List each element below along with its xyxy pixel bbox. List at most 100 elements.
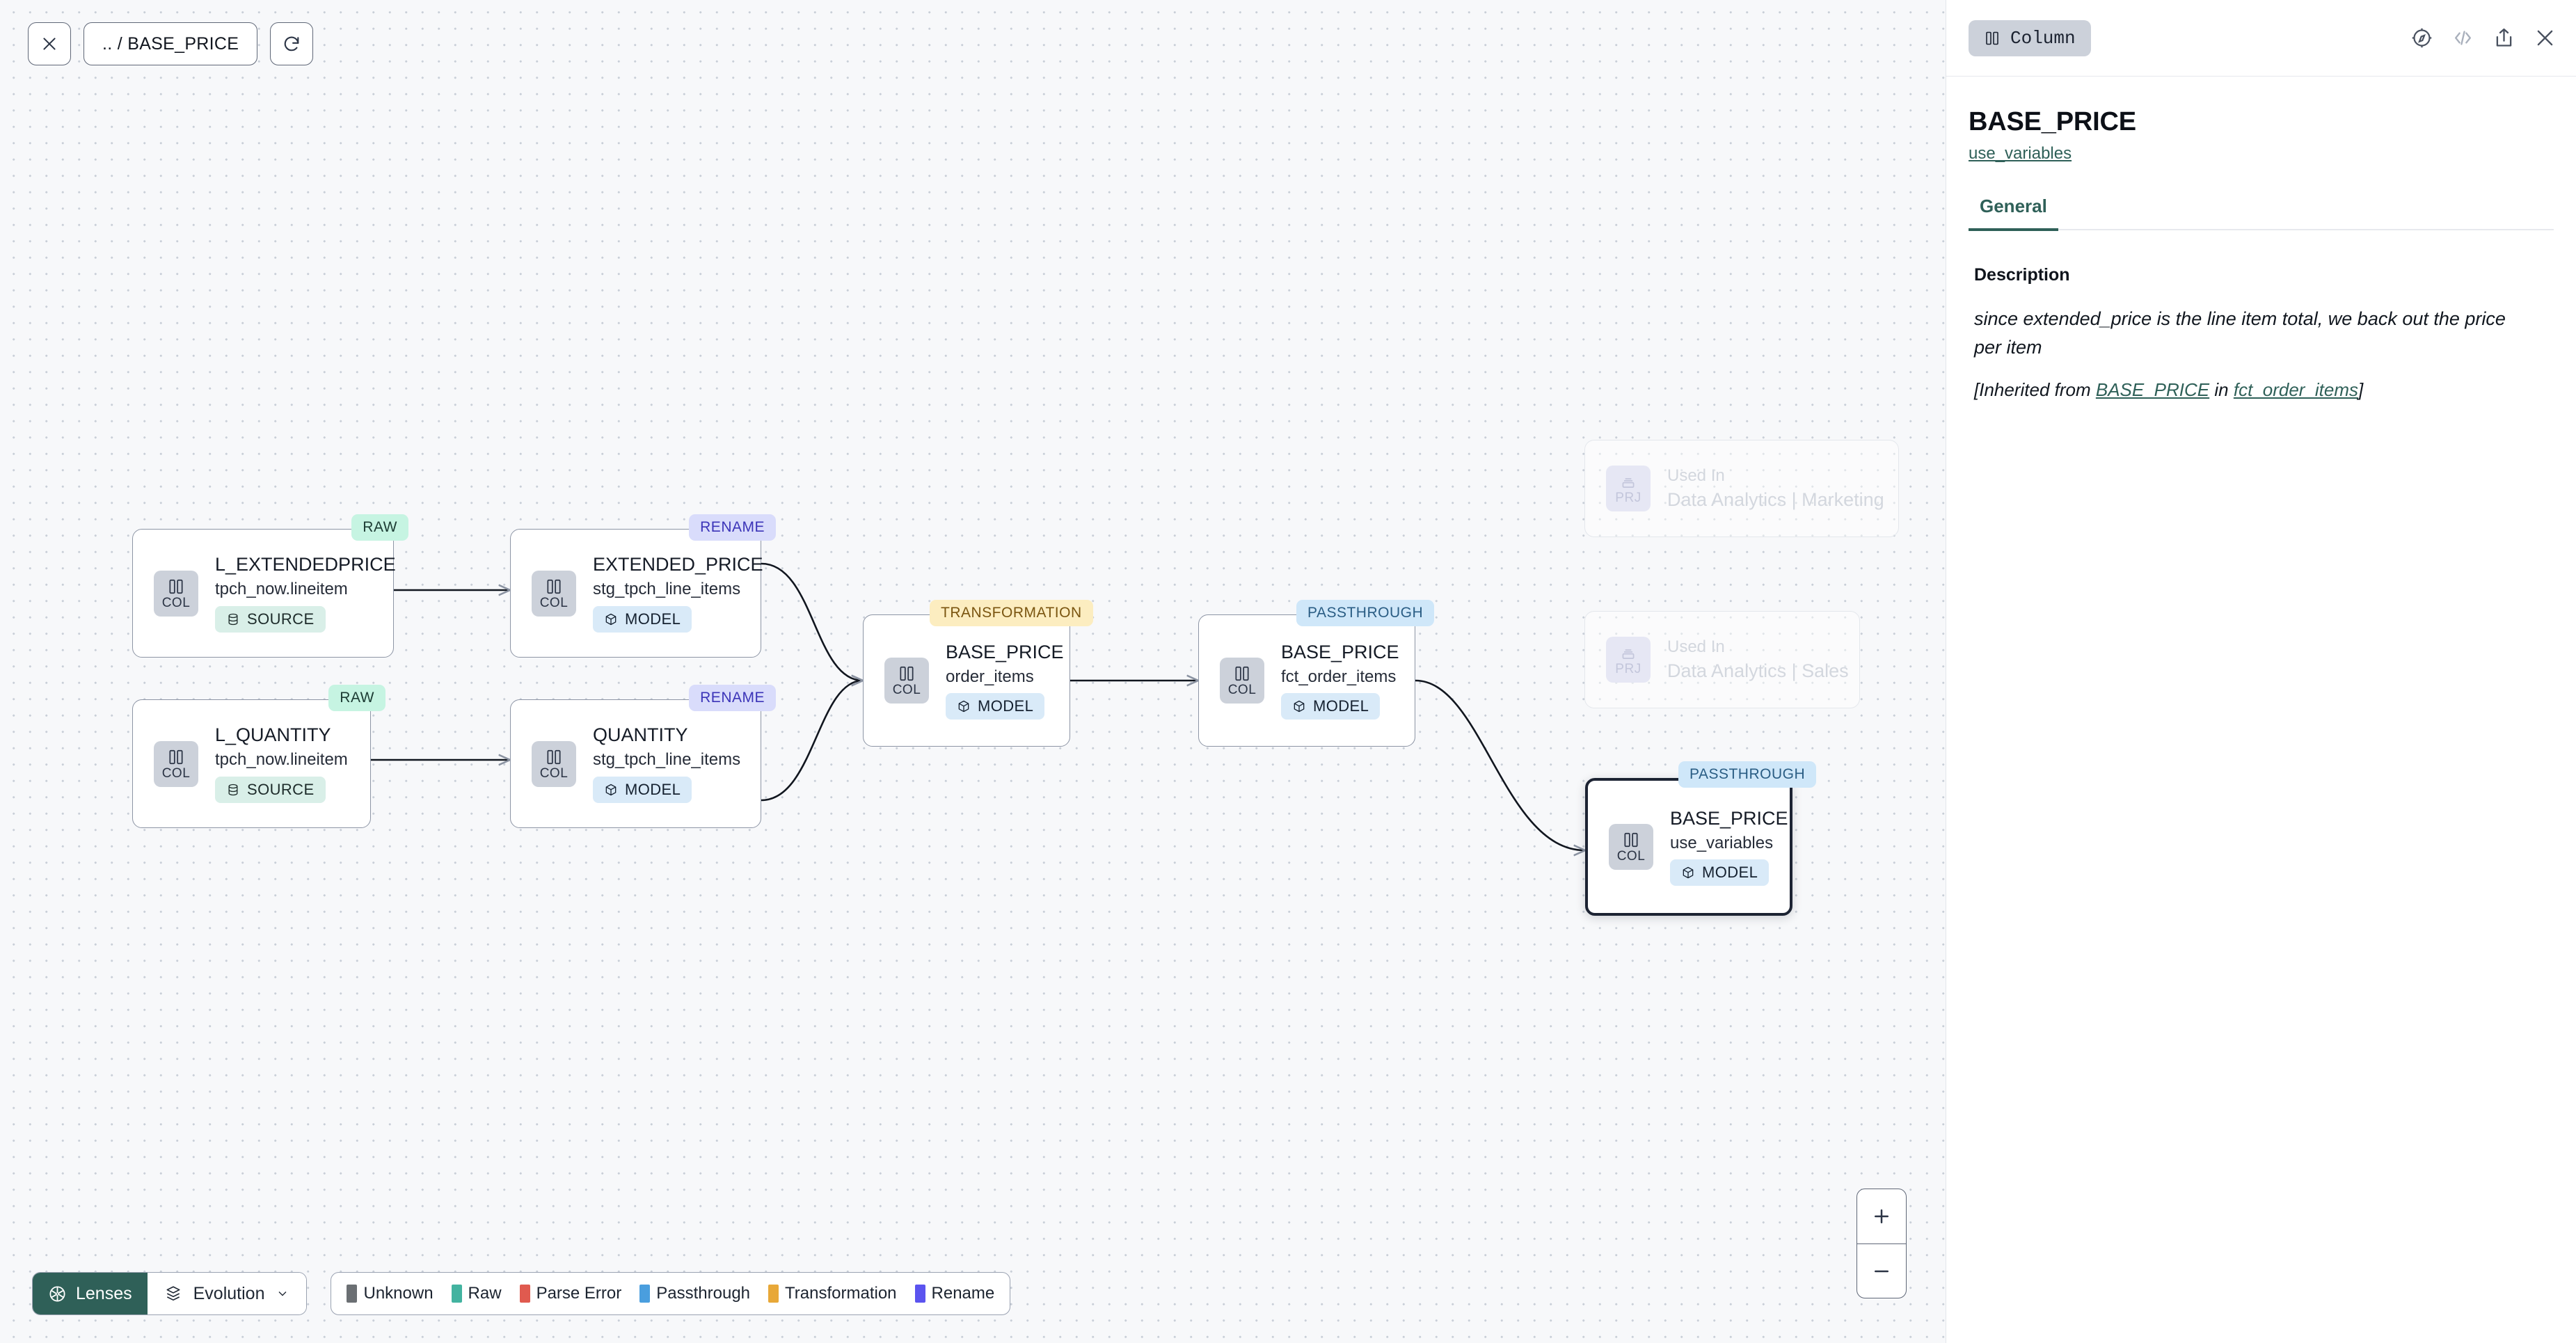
legend-item[interactable]: Parse Error xyxy=(519,1284,621,1303)
zoom-controls xyxy=(1857,1189,1907,1298)
node-kind-label: MODEL xyxy=(625,610,681,628)
legend-swatch-transformation xyxy=(768,1285,779,1303)
node-base-price-use-variables-selected[interactable]: PASSTHROUGH COL BASE_PRICE use_variables… xyxy=(1585,761,1817,916)
node-badge-passthrough: PASSTHROUGH xyxy=(1678,761,1817,788)
node-body: Used In Data Analytics | Sales xyxy=(1667,637,1849,683)
canvas-toolbar: .. / BASE_PRICE xyxy=(28,22,314,65)
node-name: BASE_PRICE xyxy=(946,641,1064,662)
col-type-chip: COL xyxy=(532,740,576,787)
compass-icon xyxy=(2412,28,2432,48)
legend-item[interactable]: Passthrough xyxy=(639,1284,750,1303)
database-icon xyxy=(228,784,238,795)
inherited-model-link[interactable]: fct_order_items xyxy=(2233,379,2359,400)
breadcrumb-button[interactable]: .. / BASE_PRICE xyxy=(84,22,258,65)
node-kind-label: MODEL xyxy=(625,780,681,798)
col-type-chip: COL xyxy=(154,740,198,787)
col-type-chip: COL xyxy=(884,658,929,704)
columns-icon xyxy=(1235,666,1249,681)
node-kind-label: MODEL xyxy=(978,697,1034,715)
node-base-price-order-items[interactable]: TRANSFORMATION COL BASE_PRICE order_item… xyxy=(863,600,1093,747)
legend-swatch-unknown xyxy=(347,1285,358,1303)
zoom-out-button[interactable] xyxy=(1857,1243,1906,1298)
refresh-button[interactable] xyxy=(270,22,314,65)
node-base-price-fct-order-items[interactable]: PASSTHROUGH COL BASE_PRICE fct_order_ite… xyxy=(1198,600,1435,747)
inherited-column-link[interactable]: BASE_PRICE xyxy=(2095,379,2210,400)
lenses-button[interactable]: Lenses xyxy=(33,1273,148,1314)
page-title: BASE_PRICE xyxy=(1969,107,2136,136)
node-name: BASE_PRICE xyxy=(1281,641,1399,662)
explore-button[interactable] xyxy=(2410,26,2433,49)
panel-actions xyxy=(2410,26,2557,49)
col-type-chip: COL xyxy=(1220,658,1264,704)
panel-tabs: General xyxy=(1969,196,2554,231)
inherited-mid: in xyxy=(2209,379,2234,400)
lenses-group: Lenses Evolution xyxy=(32,1272,308,1315)
evolution-label: Evolution xyxy=(193,1283,265,1303)
col-type-label: COL xyxy=(539,765,569,781)
node-subtitle: use_variables xyxy=(1670,833,1774,852)
columns-icon xyxy=(900,666,914,681)
tab-general[interactable]: General xyxy=(1969,196,2058,231)
node-kind-label: SOURCE xyxy=(247,780,315,798)
lenses-label: Lenses xyxy=(76,1283,132,1303)
entity-type-label: Column xyxy=(2010,27,2076,49)
node-kind-label: MODEL xyxy=(1313,697,1369,715)
node-body: Used In Data Analytics | Marketing xyxy=(1667,466,1884,511)
legend-item[interactable]: Unknown xyxy=(347,1284,434,1303)
node-l-extendedprice[interactable]: RAW COL L_EXTENDEDPRICE tpch_now.lineite… xyxy=(132,514,408,658)
col-type-chip: COL xyxy=(1609,824,1653,870)
used-in-project: Data Analytics | Sales xyxy=(1667,660,1849,682)
legend-item[interactable]: Rename xyxy=(914,1284,994,1303)
description-section-label: Description xyxy=(1974,265,2070,285)
view-code-button[interactable] xyxy=(2451,26,2474,49)
col-type-chip: COL xyxy=(154,570,198,617)
close-lineage-button[interactable] xyxy=(28,22,71,65)
node-used-in-sales[interactable]: PRJ Used In Data Analytics | Sales xyxy=(1584,611,1860,708)
node-subtitle: stg_tpch_line_items xyxy=(593,750,741,770)
node-quantity[interactable]: RENAME COL QUANTITY stg_tpch_line_items … xyxy=(510,685,776,828)
node-kind-chip: MODEL xyxy=(593,605,692,633)
legend-swatch-raw xyxy=(451,1285,462,1303)
node-kind-chip: SOURCE xyxy=(215,776,326,803)
share-button[interactable] xyxy=(2492,26,2515,49)
node-kind-chip: SOURCE xyxy=(215,605,326,633)
prj-type-chip: PRJ xyxy=(1606,466,1651,511)
node-body: BASE_PRICE order_items MODEL xyxy=(946,642,1064,720)
database-icon xyxy=(228,613,238,625)
col-type-label: COL xyxy=(1227,683,1257,697)
panel-header: Column xyxy=(1946,0,2576,77)
legend-label: Raw xyxy=(468,1284,502,1303)
close-panel-button[interactable] xyxy=(2534,26,2557,49)
lineage-canvas[interactable]: .. / BASE_PRICE xyxy=(0,0,1946,1343)
legend-item[interactable]: Transformation xyxy=(768,1284,897,1303)
minus-icon xyxy=(1875,1270,1889,1272)
layers-icon xyxy=(166,1286,180,1301)
node-badge-raw: RAW xyxy=(328,685,385,711)
col-type-label: COL xyxy=(161,595,191,610)
parent-model-link[interactable]: use_variables xyxy=(1969,144,2072,163)
plus-icon xyxy=(1875,1209,1889,1223)
node-subtitle: stg_tpch_line_items xyxy=(593,580,741,599)
node-name: L_QUANTITY xyxy=(215,724,331,746)
entity-type-badge: Column xyxy=(1969,19,2091,56)
used-in-label: Used In xyxy=(1667,637,1725,656)
node-extended-price[interactable]: RENAME COL EXTENDED_PRICE stg_tpch_line_… xyxy=(510,514,776,658)
node-l-quantity[interactable]: RAW COL L_QUANTITY tpch_now.lineitem SOU… xyxy=(132,685,385,828)
used-in-label: Used In xyxy=(1667,466,1725,485)
node-kind-label: SOURCE xyxy=(247,610,315,628)
prj-type-chip: PRJ xyxy=(1606,637,1651,683)
node-badge-passthrough: PASSTHROUGH xyxy=(1296,600,1435,626)
legend: Unknown Raw Parse Error Passthrough Tran… xyxy=(331,1272,1011,1315)
node-name: L_EXTENDEDPRICE xyxy=(215,554,396,575)
node-name: QUANTITY xyxy=(593,724,688,746)
columns-icon xyxy=(1986,31,1998,45)
code-icon xyxy=(2455,31,2471,45)
node-body: BASE_PRICE use_variables MODEL xyxy=(1670,808,1788,887)
used-in-project: Data Analytics | Marketing xyxy=(1667,489,1884,511)
node-used-in-marketing[interactable]: PRJ Used In Data Analytics | Marketing xyxy=(1584,440,1899,537)
close-icon xyxy=(2537,30,2553,46)
zoom-in-button[interactable] xyxy=(1857,1189,1906,1243)
evolution-dropdown[interactable]: Evolution xyxy=(147,1273,307,1314)
columns-icon xyxy=(547,749,561,764)
legend-item[interactable]: Raw xyxy=(451,1284,502,1303)
